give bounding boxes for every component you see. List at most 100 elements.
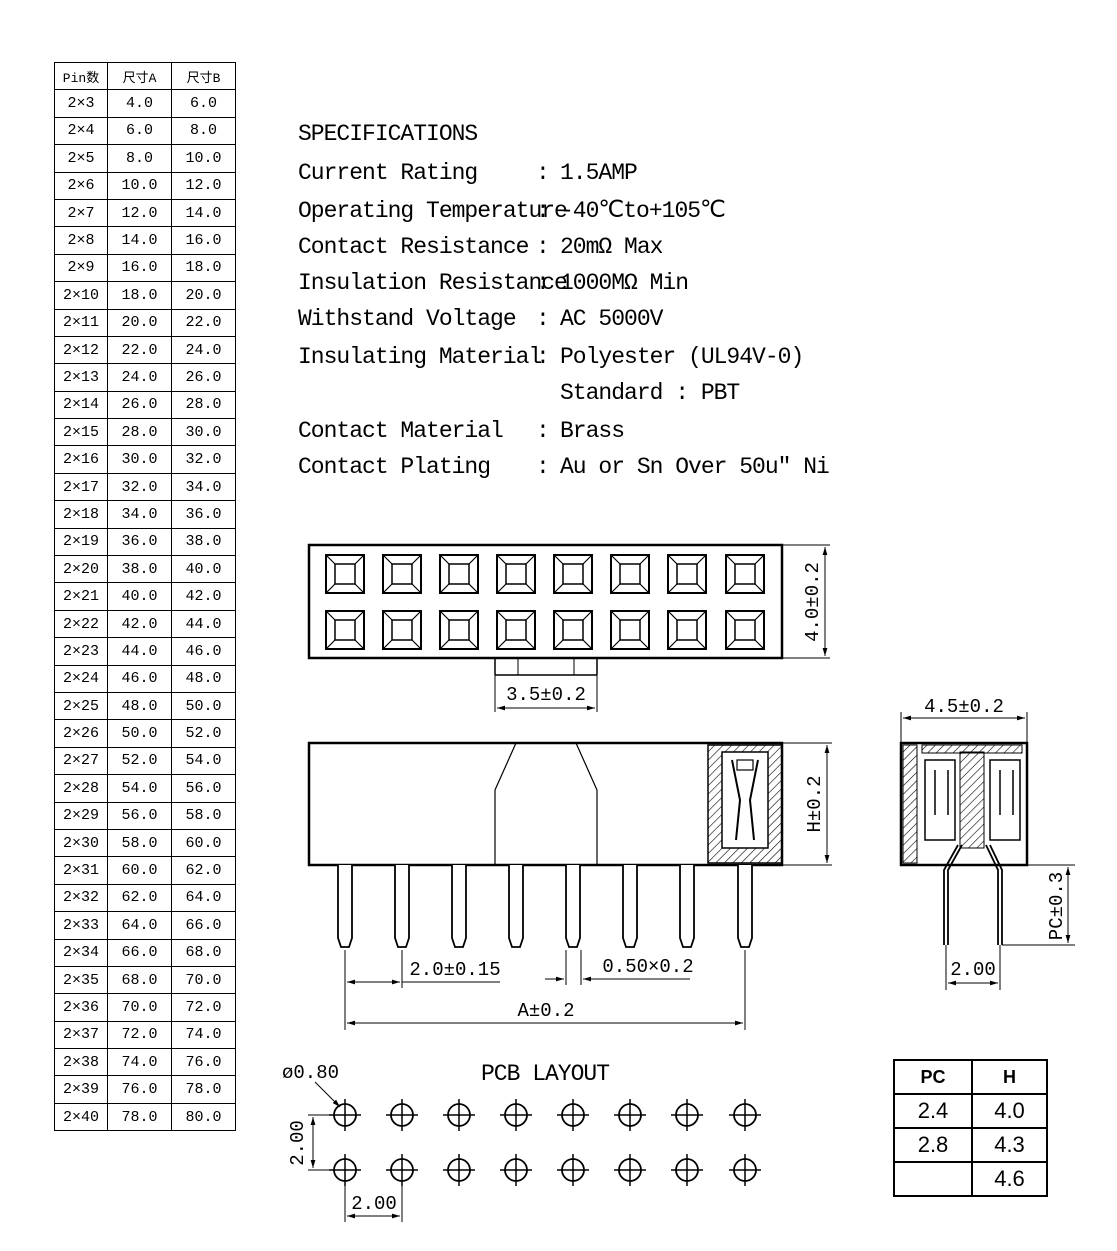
contact-cell [496,554,536,594]
size-b-cell: 70.0 [171,965,236,995]
spec-row: Insulating Material: Polyester (UL94V-0) [298,339,804,376]
pcb-layout: PCB LAYOUT ø0.80 2.00 2.00 [282,1061,761,1222]
row-pitch-side-dimension: 2.00 [950,959,996,981]
pin [737,865,753,948]
size-b-cell: 66.0 [171,911,236,940]
spec-label: Current Rating [298,160,478,186]
size-b-cell: 36.0 [171,500,236,529]
pin [565,865,581,948]
pin [679,865,695,948]
spec-separator: : [536,270,550,296]
pin-count-cell: 2×7 [54,198,108,228]
pin-count-cell: 2×19 [54,527,108,557]
spec-separator: : [536,160,550,186]
contact-cell [725,610,765,650]
pin-count-cell: 2×15 [54,418,108,447]
pcb-hole [443,1099,475,1131]
pcb-hole [729,1099,761,1131]
contact-cell [439,610,479,650]
contact-cell [325,610,365,650]
pcb-hole [500,1154,532,1186]
table-header-row: Pin数 尺寸A 尺寸B [54,61,236,91]
pcb-hole [614,1099,646,1131]
header-size-b: 尺寸B [171,61,236,91]
size-b-cell: 76.0 [171,1048,236,1077]
pin [508,865,524,948]
spec-value: 1.5AMP [560,160,638,186]
pin-count-cell: 2×17 [54,472,108,502]
pc-cell: 2.4 [893,1093,973,1129]
contact-cell [610,554,650,594]
size-b-cell: 12.0 [171,171,236,200]
pin-count-cell: 2×27 [54,746,108,776]
housing-outline-side [899,741,1029,867]
body-height-dimension: H±0.2 [804,775,826,832]
spec-value: Polyester (UL94V-0) [560,344,804,370]
pin-count-cell: 2×35 [54,965,108,995]
pin-count-cell: 2×22 [54,609,108,639]
spec-label: Insulating Material [298,344,542,370]
size-a-cell: 74.0 [107,1048,172,1077]
size-a-cell: 10.0 [107,171,172,200]
size-a-cell: 66.0 [107,938,172,967]
table-row: 4.6 [893,1161,1048,1197]
contact-cell [325,554,365,594]
spec-row: Operating Temperature:-40℃to+105℃ [298,193,798,230]
spec-label: Withstand Voltage [298,306,517,332]
header-h: H [971,1059,1048,1095]
size-b-cell: 22.0 [171,308,236,337]
top-height-dimension: 4.0±0.2 [802,562,824,642]
pin-count-cell: 2×28 [54,774,108,803]
contact-cell [496,610,536,650]
pcb-hole [729,1154,761,1186]
size-a-cell: 52.0 [107,746,172,776]
spec-label: Operating Temperature [298,198,568,224]
pin-size-dimension: 0.50×0.2 [602,956,693,978]
size-b-cell: 24.0 [171,335,236,365]
row-pitch-dimension: 2.00 [287,1120,309,1166]
size-b-cell: 80.0 [171,1102,236,1132]
pin-count-cell: 2×12 [54,335,108,365]
pin [337,865,353,948]
size-a-cell: 54.0 [107,774,172,803]
pitch-dimension: 2.0±0.15 [409,959,500,981]
pin-count-cell: 2×4 [54,116,108,146]
spec-value: 1000MΩ Min [560,270,689,296]
h-cell: 4.6 [971,1161,1048,1197]
overall-length-dimension: A±0.2 [517,1000,574,1022]
size-b-cell: 50.0 [171,691,236,721]
pin-count-cell: 2×24 [54,664,108,693]
spec-value: Au or Sn Over 50u″ Ni [560,454,830,480]
pin-count-cell: 2×26 [54,719,108,748]
size-b-cell: 34.0 [171,472,236,502]
header-size-a: 尺寸A [107,61,172,91]
size-b-cell: 32.0 [171,445,236,474]
pcb-hole [557,1099,589,1131]
spec-separator: : [536,344,550,370]
key-width-dimension: 3.5±0.2 [506,684,586,706]
size-b-cell: 20.0 [171,281,236,310]
pin-count-cell: 2×10 [54,281,108,310]
col-pitch-dimension: 2.00 [351,1193,397,1215]
pin [451,865,467,948]
header-pc: PC [893,1059,973,1095]
size-a-cell: 48.0 [107,691,172,721]
size-b-cell: 68.0 [171,938,236,967]
size-b-cell: 44.0 [171,609,236,639]
spec-label: Insulation Resistance [298,270,568,296]
